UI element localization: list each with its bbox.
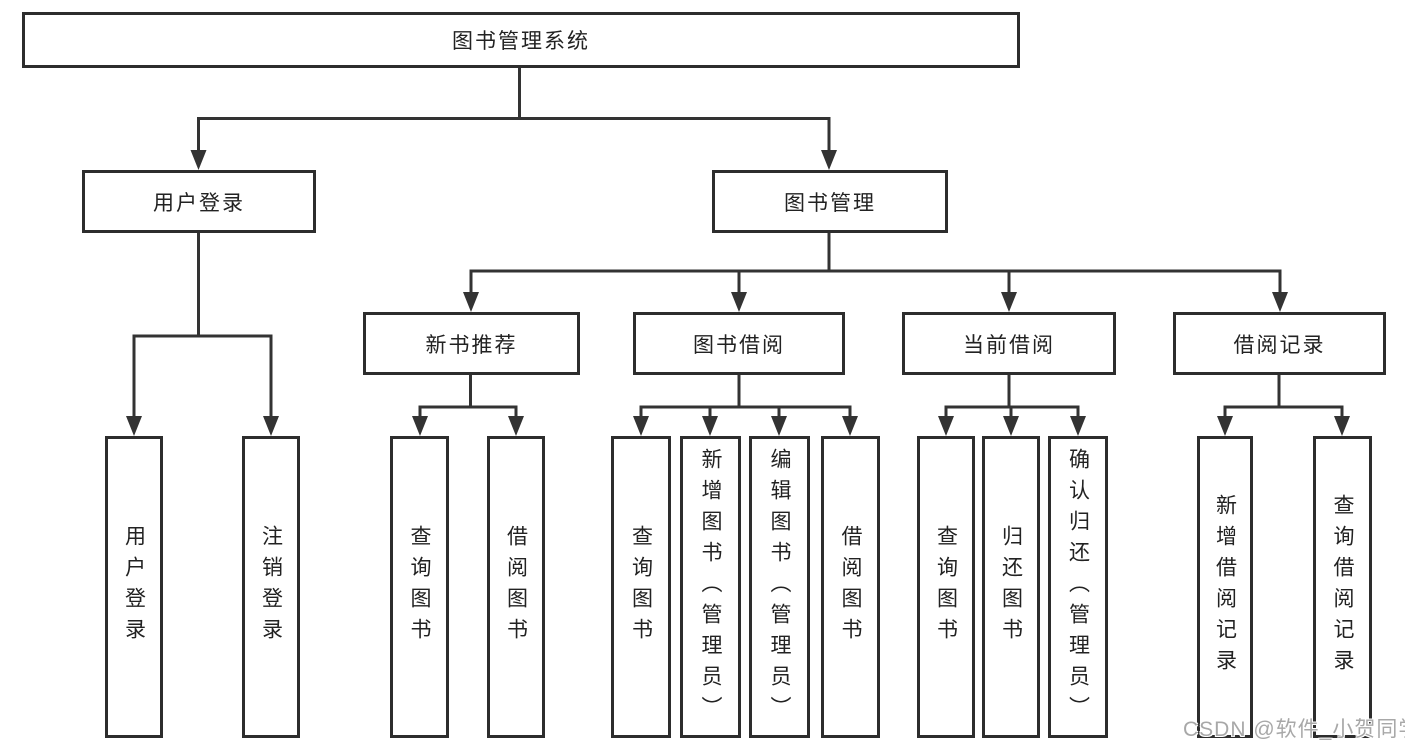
- leaf-label: 借阅图书: [839, 525, 863, 649]
- connector-group-new-book: [418, 375, 518, 418]
- leaf-record-add-box: 新增借阅记录: [1197, 436, 1253, 738]
- group-borrow-record-box: 借阅记录: [1173, 312, 1386, 375]
- group-borrow-record-label: 借阅记录: [1233, 333, 1326, 357]
- leaf-logout-box: 注销登录: [242, 436, 300, 738]
- arrowhead-leaves: [412, 416, 1350, 436]
- group-new-book-label: 新书推荐: [425, 333, 518, 357]
- branch-user-login-box: 用户登录: [82, 170, 316, 233]
- connector-group-book-borrow: [639, 375, 852, 418]
- connector-book-groups: [469, 233, 1282, 294]
- leaf-newbook-query-box: 查询图书: [390, 436, 449, 738]
- leaf-label: 新增借阅记录: [1213, 494, 1237, 680]
- leaf-borrow-query-box: 查询图书: [611, 436, 671, 738]
- leaf-label: 查询借阅记录: [1331, 494, 1355, 680]
- leaf-borrow-edit-box: 编辑图书（管理员）: [749, 436, 810, 738]
- root-box: 图书管理系统: [22, 12, 1020, 68]
- leaf-label: 查询图书: [629, 525, 653, 649]
- root-label: 图书管理系统: [452, 30, 590, 53]
- group-current-borrow-box: 当前借阅: [902, 312, 1116, 375]
- leaf-current-confirm-box: 确认归还（管理员）: [1048, 436, 1108, 738]
- group-book-borrow-label: 图书借阅: [693, 333, 785, 357]
- watermark: CSDN @软件_小贺同学: [1183, 718, 1405, 741]
- branch-user-login-label: 用户登录: [153, 191, 245, 215]
- connector-group-borrow-record: [1223, 375, 1344, 418]
- leaf-newbook-borrow-box: 借阅图书: [487, 436, 545, 738]
- leaf-label: 借阅图书: [504, 525, 528, 649]
- group-book-borrow-box: 图书借阅: [633, 312, 845, 375]
- connector-group-current-borrow: [944, 375, 1080, 418]
- leaf-label: 新增图书（管理员）: [699, 447, 723, 727]
- leaf-label: 查询图书: [408, 525, 432, 649]
- leaf-user-login-box: 用户登录: [105, 436, 163, 738]
- leaf-label: 注销登录: [259, 525, 283, 649]
- branch-book-management-box: 图书管理: [712, 170, 948, 233]
- leaf-record-query-box: 查询借阅记录: [1313, 436, 1372, 738]
- arrowhead-groups: [463, 292, 1288, 312]
- leaf-label: 编辑图书（管理员）: [768, 447, 792, 727]
- group-current-borrow-label: 当前借阅: [963, 333, 1055, 357]
- leaf-current-return-box: 归还图书: [982, 436, 1040, 738]
- leaf-label: 查询图书: [934, 525, 958, 649]
- group-new-book-box: 新书推荐: [363, 312, 580, 375]
- leaf-borrow-borrow-box: 借阅图书: [821, 436, 880, 738]
- leaf-borrow-add-box: 新增图书（管理员）: [680, 436, 741, 738]
- connector-user-branch: [132, 233, 273, 418]
- arrowhead-user-leaves: [126, 416, 279, 436]
- leaf-current-query-box: 查询图书: [917, 436, 975, 738]
- arrowhead-level2: [190, 150, 837, 170]
- connector-root-branches: [197, 68, 831, 152]
- branch-book-management-label: 图书管理: [784, 191, 876, 215]
- leaf-label: 用户登录: [122, 525, 146, 649]
- leaf-label: 确认归还（管理员）: [1066, 447, 1090, 727]
- leaf-label: 归还图书: [999, 525, 1023, 649]
